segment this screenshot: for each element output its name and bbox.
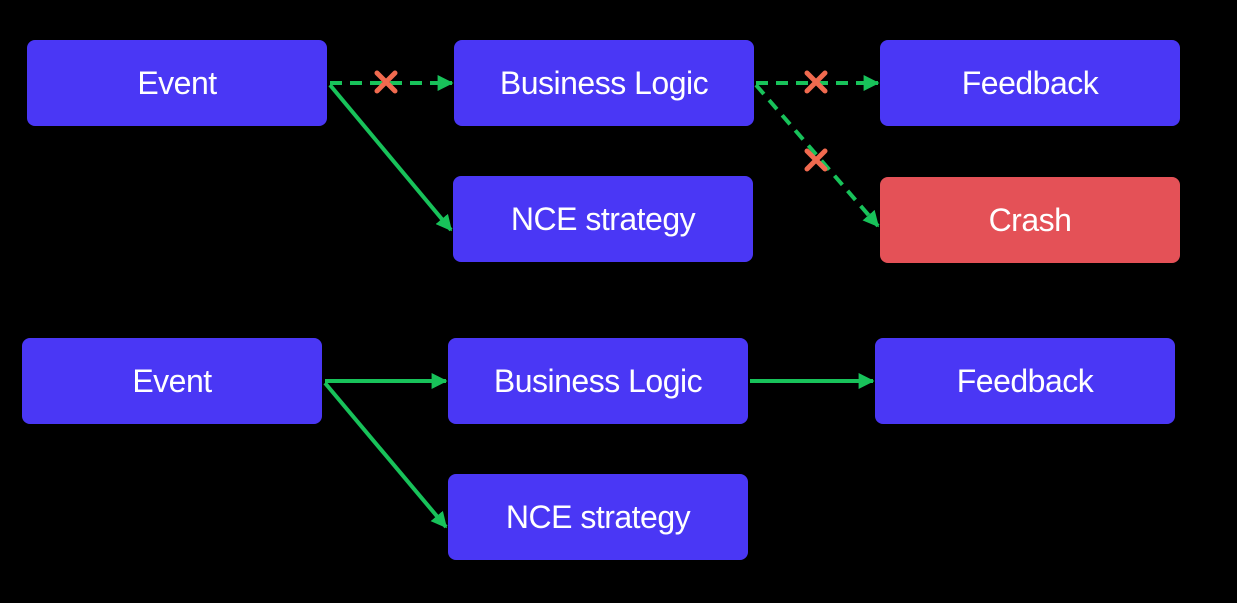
cross-icon [804,70,828,94]
node-label: Crash [988,201,1072,238]
crash-node: Crash [880,177,1180,263]
node-label: Feedback [961,64,1099,101]
top-event-node: Event [27,40,327,126]
node-label: Event [132,362,212,399]
top-feedback-node: Feedback [880,40,1180,126]
bottom-business-logic-node: Business Logic [448,338,748,424]
bottom-event-node: Event [22,338,322,424]
node-label: NCE strategy [505,498,691,535]
arrow-event-to-nce-strategy [328,83,453,232]
node-label: Business Logic [493,362,703,399]
cross-icon [374,70,398,94]
node-label: NCE strategy [510,200,696,237]
arrow-event-to-nce-strategy [323,381,448,529]
node-label: Feedback [956,362,1094,399]
bottom-nce-strategy-node: NCE strategy [448,474,748,560]
cross-icon [804,148,828,172]
top-business-logic-node: Business Logic [454,40,754,126]
arrow-business-logic-to-crash-blocked [754,83,880,228]
node-label: Event [137,64,217,101]
node-label: Business Logic [499,64,709,101]
top-nce-strategy-node: NCE strategy [453,176,753,262]
bottom-feedback-node: Feedback [875,338,1175,424]
